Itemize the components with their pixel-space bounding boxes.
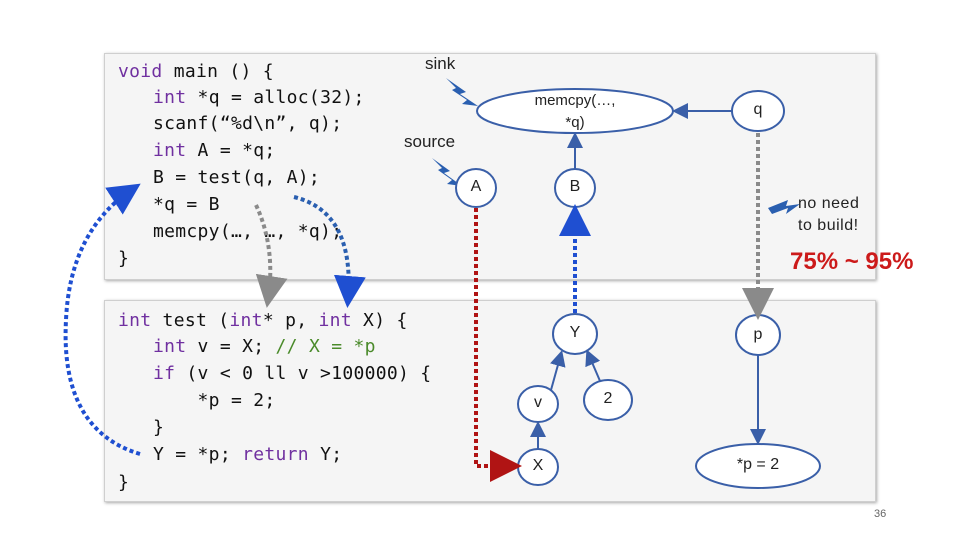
code-text: (v < 0 ll v >100000) { xyxy=(175,363,432,384)
code-main-line-4: int A = *q; xyxy=(153,138,276,164)
source-bolt-icon xyxy=(432,158,462,186)
code-text: Y = *p; xyxy=(153,444,243,465)
arrow-return-Y-to-B xyxy=(63,183,141,456)
code-main-line-6: *q = B xyxy=(153,194,220,215)
arrow-call-q-to-p xyxy=(254,204,288,308)
code-test-line-3: if (v < 0 ll v >100000) { xyxy=(153,361,431,387)
node-v-label: v xyxy=(534,394,542,411)
code-main-line-2: int *q = alloc(32); xyxy=(153,85,365,111)
code-text: A = *q; xyxy=(186,140,276,161)
source-label: source xyxy=(404,132,456,151)
edge-v-Y xyxy=(550,350,566,391)
node-X-label: X xyxy=(532,457,544,474)
keyword: if xyxy=(153,363,176,384)
code-text: Y; xyxy=(308,444,343,465)
code-main-line-5: B = test(q, A); xyxy=(153,167,321,188)
keyword: int xyxy=(318,310,352,331)
code-text: * p, xyxy=(262,310,319,331)
node-memcpy-label-2: *q) xyxy=(565,114,585,131)
code-comment: // X = *p xyxy=(275,336,376,357)
node-Y-label: Y xyxy=(569,324,581,341)
keyword: return xyxy=(242,444,309,465)
code-main-line-3: scanf(“%d\n”, q); xyxy=(153,113,343,134)
node-q-label: q xyxy=(753,101,763,118)
node-A xyxy=(455,168,497,208)
sink-label: sink xyxy=(425,54,456,73)
slide-number: 36 xyxy=(874,508,887,520)
node-two-label: 2 xyxy=(603,390,613,407)
code-test-line-1: int test (int* p, int X) { xyxy=(118,308,408,334)
no-need-label-line-1: no need xyxy=(798,195,860,212)
percent-label: 75% ~ 95% xyxy=(790,248,914,275)
no-need-bolt-icon xyxy=(768,200,800,214)
code-main-line-8: } xyxy=(118,248,130,269)
node-B-label: B xyxy=(569,178,581,195)
code-test-line-5: } xyxy=(153,417,165,438)
code-test-line-7: } xyxy=(118,472,130,493)
node-two xyxy=(583,379,633,421)
keyword: int xyxy=(153,87,187,108)
main-function-panel xyxy=(104,53,876,280)
sink-bolt-icon xyxy=(446,78,478,106)
edge-A-X-dotted xyxy=(474,208,522,482)
node-memcpy-label-1: memcpy(…, xyxy=(534,92,616,109)
code-text: test ( xyxy=(151,310,230,331)
node-p-label: p xyxy=(753,326,763,343)
code-text: X) { xyxy=(351,310,408,331)
code-text: main () { xyxy=(162,61,274,82)
keyword: void xyxy=(118,61,163,82)
keyword: int xyxy=(153,336,187,357)
code-main-line-1: void main () { xyxy=(118,59,274,85)
code-main-line-7: memcpy(…, …, *q); xyxy=(153,221,343,242)
edge-two-Y xyxy=(585,349,601,382)
code-text: *q = alloc(32); xyxy=(186,87,365,108)
keyword: int xyxy=(118,310,152,331)
node-A-label: A xyxy=(470,178,482,195)
node-p-assign-label: *p = 2 xyxy=(736,456,780,473)
keyword: int xyxy=(153,140,187,161)
node-Y xyxy=(552,313,598,355)
arrow-call-A-to-X xyxy=(293,195,366,308)
code-test-line-6: Y = *p; return Y; xyxy=(153,442,342,468)
code-test-line-4: *p = 2; xyxy=(153,390,276,411)
no-need-label-line-2: to build! xyxy=(798,217,859,234)
code-text: v = X; xyxy=(186,336,276,357)
code-test-line-2: int v = X; // X = *p xyxy=(153,334,376,360)
keyword: int xyxy=(229,310,263,331)
